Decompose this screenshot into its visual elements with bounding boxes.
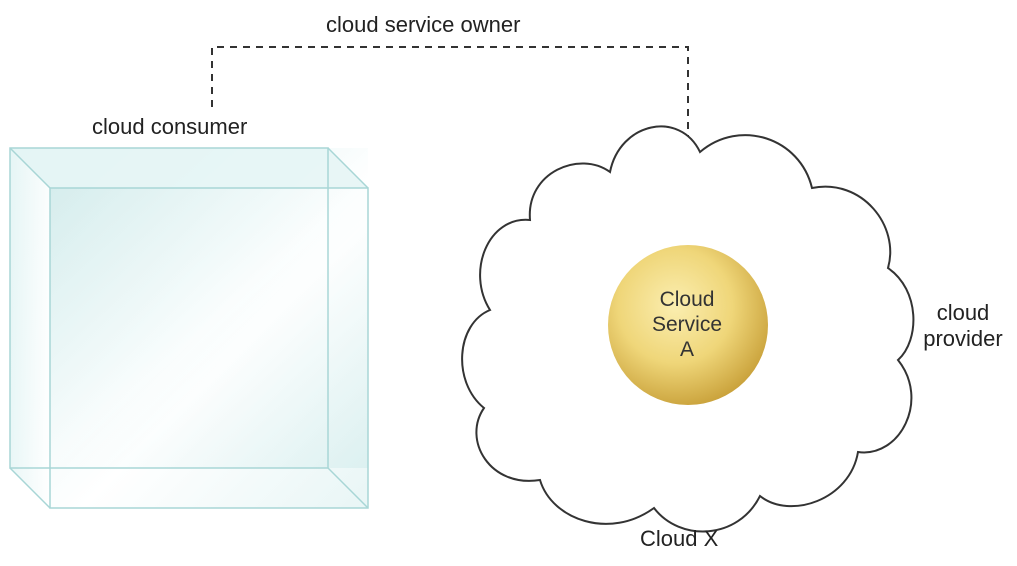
cloud-consumer-cube <box>9 147 369 509</box>
cloud-provider-label-line-2: provider <box>923 326 1003 351</box>
service-label-line-2: Service <box>651 313 723 336</box>
cloud-x-label: Cloud X <box>640 526 719 551</box>
cloud-consumer-label: cloud consumer <box>92 114 248 139</box>
ownership-connector-line <box>211 46 689 240</box>
cloud-service-a-label: Cloud Service A <box>620 287 754 362</box>
cloud-service-a-sphere <box>608 245 768 405</box>
cloud-provider-label-line-1: cloud <box>936 300 990 325</box>
service-label-line-1: Cloud <box>659 288 715 311</box>
service-label-line-3: A <box>679 338 694 361</box>
cloud-provider-label: cloud provider <box>908 300 1017 352</box>
cloud-service-owner-label: cloud service owner <box>326 12 521 37</box>
